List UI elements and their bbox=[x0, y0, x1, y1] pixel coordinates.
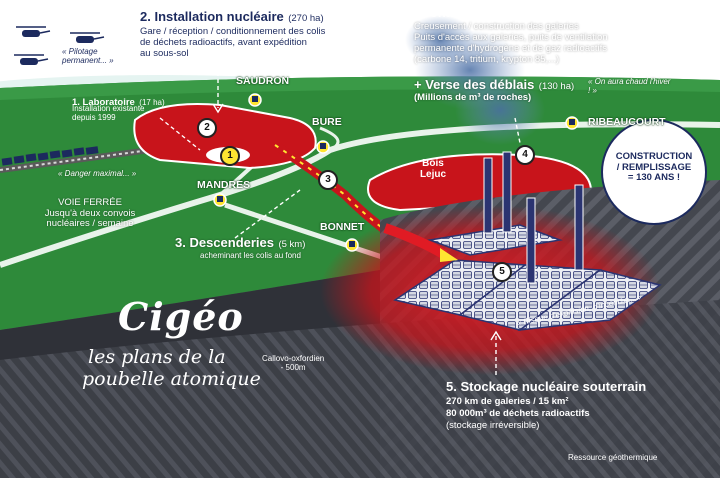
install-area: (270 ha) bbox=[288, 13, 324, 24]
deblais-desc: (Millions de m³ de roches) bbox=[414, 92, 532, 103]
shaft-2 bbox=[502, 151, 512, 233]
marker-3: 3 bbox=[318, 170, 338, 190]
install-desc-2: de déchets radioactifs, avant expédition bbox=[140, 37, 307, 48]
village-marker-saudron bbox=[248, 93, 262, 107]
bois-line-2: Lejuc bbox=[419, 169, 447, 181]
install-title: 2. Installation nucléaire bbox=[140, 9, 284, 24]
village-mandres: MANDRES bbox=[197, 179, 251, 191]
village-marker-ribeaucourt bbox=[565, 116, 579, 130]
shaft-3 bbox=[526, 197, 536, 284]
construction-line-3: = 130 ANS ! bbox=[627, 172, 681, 184]
marker-5: 5 bbox=[492, 262, 512, 282]
aerial-note: « Pilotage permanent... » bbox=[62, 47, 114, 65]
village-ribeaucourt: RIBEAUCOURT bbox=[588, 116, 666, 128]
chantier-title: 4. Chantier / Puits bbox=[414, 5, 524, 20]
voie-title: VOIE FERRÉE bbox=[58, 197, 122, 208]
shaft-1 bbox=[483, 157, 493, 234]
deblais-title: + Verse des déblais bbox=[414, 77, 535, 92]
chantier-desc-3: permanente d'hydrogène et de gaz radioac… bbox=[414, 43, 607, 54]
chantier-heading: 4. Chantier / Puits (110 ha) bbox=[414, 4, 563, 22]
geothermal-label: Ressource géothermique bbox=[568, 453, 658, 462]
bois-lejuc-label: Bois Lejuc bbox=[413, 158, 453, 180]
brand-line-1: les plans de la bbox=[88, 346, 226, 368]
train bbox=[1, 146, 99, 166]
chantier-desc-1: Creusement / construction des galeries bbox=[414, 21, 579, 32]
voie-desc-2: nucléaires / semaine bbox=[46, 218, 134, 230]
stockage-title: 5. Stockage nucléaire souterrain bbox=[446, 379, 647, 394]
deblais-heading: + Verse des déblais (130 ha) bbox=[414, 76, 574, 94]
descenderies-desc: acheminant les colis au fond bbox=[200, 251, 301, 260]
stockage-line-2: 80 000m³ de déchets radioactifs bbox=[446, 408, 590, 419]
labo-desc-1: Installation existante bbox=[72, 104, 145, 113]
bois-line-1: Bois bbox=[422, 158, 444, 169]
installation-zone bbox=[133, 103, 317, 170]
chantier-desc-4: (carbone 14, tritium, krypton 85,...) bbox=[414, 54, 560, 65]
village-saudron: SAUDRON bbox=[236, 75, 290, 87]
labo-title: 1. Laboratoire bbox=[72, 97, 135, 108]
install-heading: 2. Installation nucléaire (270 ha) bbox=[140, 8, 324, 26]
construction-line-2: / REMPLISSAGE bbox=[616, 161, 692, 173]
marker-4: 4 bbox=[515, 145, 535, 165]
chaud-note: « On aura chaud l'hiver ! » bbox=[588, 77, 671, 95]
callovo-line-1: Callovo-oxfordien bbox=[262, 354, 325, 363]
danger-note: « Danger maximal... » bbox=[58, 169, 137, 178]
chantier-area: (110 ha) bbox=[528, 9, 563, 20]
descenderies-area: (5 km) bbox=[278, 239, 306, 250]
labo-area: (17 ha) bbox=[139, 98, 165, 107]
labo-desc-2: depuis 1999 bbox=[72, 113, 116, 122]
callovo-line-2: - 500m bbox=[280, 362, 306, 372]
village-bure: BURE bbox=[312, 116, 342, 128]
helicopter-icon bbox=[16, 26, 51, 37]
helicopter-icon bbox=[14, 54, 49, 65]
marker-2: 2 bbox=[197, 118, 217, 138]
village-marker-bure bbox=[316, 140, 330, 154]
deblais-area: (130 ha) bbox=[538, 81, 575, 92]
brand-logo: Cigéo bbox=[118, 294, 244, 339]
marker-1: 1 bbox=[220, 146, 240, 166]
brand-line-2: poubelle atomique bbox=[82, 368, 261, 390]
construction-circle bbox=[601, 119, 707, 225]
chantier-desc-2: Puits d'accès aux galeries, puits de ven… bbox=[414, 32, 608, 43]
descenderies-title: 3. Descenderies bbox=[175, 235, 275, 250]
helicopter-icon bbox=[70, 32, 105, 43]
descenderies-heading: 3. Descenderies (5 km) bbox=[175, 234, 305, 252]
shaft-4 bbox=[574, 184, 584, 271]
voie-desc-1: Jusqu'à deux convois bbox=[44, 207, 136, 219]
construction-text: CONSTRUCTION / REMPLISSAGE = 130 ANS ! bbox=[606, 151, 702, 184]
village-marker-bonnet bbox=[345, 238, 359, 252]
install-desc-1: Gare / réception / conditionnement des c… bbox=[140, 26, 326, 37]
stockage-line-3: (stockage irréversible) bbox=[446, 420, 540, 431]
village-marker-mandres bbox=[213, 193, 227, 207]
voie-block: VOIE FERRÉE Jusqu'à deux convois nucléai… bbox=[30, 197, 150, 230]
stockage-line-1: 270 km de galeries / 15 km² bbox=[446, 396, 569, 407]
install-desc-3: au sous-sol bbox=[140, 48, 189, 59]
callovo-label: Callovo-oxfordien - 500m bbox=[262, 354, 325, 373]
labo-heading: 1. Laboratoire (17 ha) bbox=[72, 92, 165, 110]
construction-line-1: CONSTRUCTION bbox=[615, 151, 693, 162]
village-bonnet: BONNET bbox=[320, 221, 365, 233]
